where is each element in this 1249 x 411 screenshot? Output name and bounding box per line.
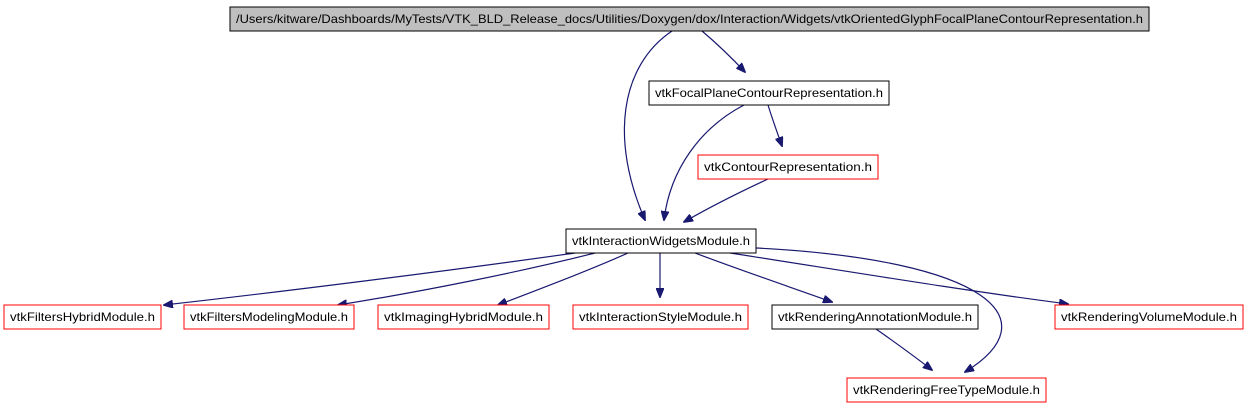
node-filters-modeling[interactable]: vtkFiltersModelingModule.h (183, 304, 355, 330)
node-rendering-freetype[interactable]: vtkRenderingFreeTypeModule.h (846, 377, 1047, 403)
edge-interaction_widgets-to-rendering_annotation (694, 252, 832, 302)
edge-interaction_widgets-to-filters_hybrid (164, 252, 576, 305)
node-rendering-annotation[interactable]: vtkRenderingAnnotationModule.h (771, 304, 979, 330)
node-box (697, 154, 879, 180)
edge-interaction_widgets-to-rendering_freetype (755, 247, 1003, 372)
node-box (3, 304, 162, 330)
edge-interaction_widgets-to-filters_modeling (338, 252, 596, 305)
node-box (771, 304, 979, 330)
node-label: vtkImagingHybridModule.h (384, 310, 543, 324)
node-focal-plane[interactable]: vtkFocalPlaneContourRepresentation.h (648, 80, 890, 106)
node-box (1054, 304, 1244, 330)
node-box (648, 80, 890, 106)
node-box (229, 6, 1150, 32)
node-label: vtkFiltersModelingModule.h (190, 310, 348, 324)
edge-contour-to-interaction_widgets (684, 178, 769, 222)
node-label: vtkRenderingFreeTypeModule.h (853, 383, 1040, 397)
node-box (846, 377, 1047, 403)
edge-root-to-focal_plane (701, 30, 745, 72)
node-label: vtkContourRepresentation.h (704, 160, 872, 174)
node-label: vtkFocalPlaneContourRepresentation.h (655, 86, 883, 100)
edge-interaction_widgets-to-rendering_volume (729, 252, 1068, 304)
node-label: vtkRenderingAnnotationModule.h (778, 310, 972, 324)
node-box (183, 304, 355, 330)
edge-root-to-interaction_widgets (623, 30, 673, 220)
node-box (565, 228, 757, 254)
edge-focal_plane-to-interaction_widgets (664, 104, 745, 220)
node-label: vtkFiltersHybridModule.h (10, 310, 155, 324)
node-label: vtkRenderingVolumeModule.h (1061, 310, 1237, 324)
node-filters-hybrid[interactable]: vtkFiltersHybridModule.h (3, 304, 162, 330)
node-contour[interactable]: vtkContourRepresentation.h (697, 154, 879, 180)
node-rendering-volume[interactable]: vtkRenderingVolumeModule.h (1054, 304, 1244, 330)
node-box (572, 304, 749, 330)
edge-rendering_annotation-to-rendering_freetype (875, 328, 932, 370)
node-label: vtkInteractionStyleModule.h (579, 310, 742, 324)
node-label: vtkInteractionWidgetsModule.h (572, 234, 750, 248)
node-interaction-style[interactable]: vtkInteractionStyleModule.h (572, 304, 749, 330)
edge-focal_plane-to-contour (767, 104, 782, 146)
edge-interaction_widgets-to-imaging_hybrid (498, 252, 629, 305)
node-imaging-hybrid[interactable]: vtkImagingHybridModule.h (377, 304, 550, 330)
node-box (377, 304, 550, 330)
node-root[interactable]: /Users/kitware/Dashboards/MyTests/VTK_BL… (229, 6, 1150, 32)
node-label: /Users/kitware/Dashboards/MyTests/VTK_BL… (236, 12, 1143, 26)
node-interaction-widgets[interactable]: vtkInteractionWidgetsModule.h (565, 228, 757, 254)
